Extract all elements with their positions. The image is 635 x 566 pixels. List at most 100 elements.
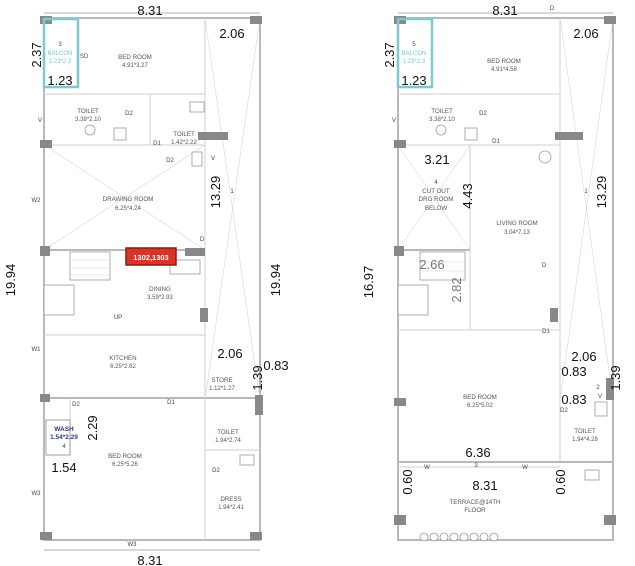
right-tag-d2b: D2 xyxy=(560,408,568,414)
left-tag-w3a: W3 xyxy=(32,491,42,497)
left-sd: SD xyxy=(80,53,89,60)
left-kitchen-w: 2.06 xyxy=(217,346,242,361)
right-balcony-label: BALCON xyxy=(402,51,427,57)
right-bedroom1-dim: 4.91*4.58 xyxy=(491,67,517,73)
right-balcony-dim: 1.23*2.3 xyxy=(403,59,426,65)
left-dress-dim: 1.94*2.41 xyxy=(218,505,244,511)
right-bedroom1-label: BED ROOM xyxy=(487,58,521,65)
left-wash-label: WASH xyxy=(54,426,74,433)
right-stair-w: 2.66 xyxy=(419,257,444,272)
right-tag-d-top: D xyxy=(550,6,555,12)
right-small-dim: 1.39 xyxy=(608,365,623,390)
right-toilet2-h2: 0.83 xyxy=(561,392,586,407)
right-tag-d1b: D1 xyxy=(542,329,550,335)
right-cutout-h: 4.43 xyxy=(460,183,475,208)
left-height-dim: 19.94 xyxy=(3,264,18,297)
right-balcony-highlight xyxy=(396,17,434,89)
right-bedroom2-label: BED ROOM xyxy=(463,394,497,401)
left-store-dim: 1.12*1.27 xyxy=(209,386,235,392)
right-stair-h: 13.29 xyxy=(594,176,609,209)
left-outer-wall xyxy=(43,17,261,541)
left-wash-h: 2.29 xyxy=(85,415,100,440)
left-tag-w1: W1 xyxy=(32,347,42,353)
left-toilet3-label: TOILET xyxy=(217,429,239,436)
right-toilet-w: 2.06 xyxy=(573,26,598,41)
right-outer-wall xyxy=(397,17,614,541)
left-kitchen-label: KITCHEN xyxy=(109,355,136,362)
right-balcony-h: 1.23 xyxy=(401,73,426,88)
left-tag-stair-num: 1 xyxy=(230,189,234,195)
right-tag-w1: W xyxy=(424,465,430,471)
left-tag-d2b: D2 xyxy=(166,158,174,164)
right-tag-num3: 3 xyxy=(474,463,478,469)
right-cutout-l3: BELOW xyxy=(425,205,448,212)
left-stair-h: 13.29 xyxy=(208,176,223,209)
left-store-label: STORE xyxy=(211,377,232,384)
right-cutout-l1: CUT OUT xyxy=(422,188,450,195)
left-bedroom1-dim: 4.91*3.27 xyxy=(122,63,148,69)
left-balcony-label: BALCON xyxy=(48,51,73,57)
left-tag-w3b: W3 xyxy=(128,542,138,548)
right-balcony-w: 2.37 xyxy=(382,42,397,67)
left-toilet3-dim: 1.94*2.74 xyxy=(215,438,241,444)
left-drawing-dim: 6.25*4.24 xyxy=(115,206,141,212)
left-balcony-h: 1.23 xyxy=(47,73,72,88)
left-bedroom1-label: BED ROOM xyxy=(118,54,152,61)
right-toilet1-dim: 3.38*2.10 xyxy=(429,117,455,123)
left-toilet1-label: TOILET xyxy=(77,108,99,115)
right-bottom-width: 8.31 xyxy=(472,478,497,493)
right-terrace-h-right: 0.60 xyxy=(553,469,568,494)
highlight-label: 1302,1303 xyxy=(133,253,168,262)
left-balcony-num: 3 xyxy=(58,42,62,48)
right-living-dim: 3.04*7.13 xyxy=(504,230,530,236)
right-terrace-w: 6.36 xyxy=(465,445,490,460)
left-tag-v1: V xyxy=(38,118,42,124)
right-tag-d-living: D xyxy=(542,263,547,269)
left-tag-d-drawing: D xyxy=(200,237,205,243)
right-toilet2-w: 2.06 xyxy=(571,349,596,364)
left-tag-d1a: D1 xyxy=(153,141,161,147)
right-terrace-h-left: 0.60 xyxy=(400,469,415,494)
right-height-dim: 19.94 xyxy=(268,264,283,297)
left-tag-d2c: D2 xyxy=(72,402,80,408)
right-cutout-num: 4 xyxy=(434,180,438,186)
left-stair-treads xyxy=(43,251,111,316)
left-wash-w: 1.54 xyxy=(51,460,76,475)
right-cutout-l2: DRG ROOM xyxy=(419,196,454,203)
right-balcony-num: 5 xyxy=(412,42,416,48)
right-stair-h2: 2.82 xyxy=(449,277,464,302)
left-bedroom2-dim: 6.25*5.26 xyxy=(112,462,138,468)
left-top-width: 8.31 xyxy=(137,3,162,18)
right-cutout-w: 3.21 xyxy=(424,152,449,167)
left-dress-label: DRESS xyxy=(220,496,241,503)
left-tag-w2: W2 xyxy=(32,198,42,204)
right-tag-num2: 2 xyxy=(596,385,600,391)
left-toilet2-dim: 1.42*2.22 xyxy=(171,140,197,146)
left-balcony-dim: 1.23*2.3 xyxy=(49,59,72,65)
left-toilet1-dim: 3.38*2.10 xyxy=(75,117,101,123)
right-plan: 8.31 16.97 2.37 1.23 2.06 3.21 4.43 13.2… xyxy=(361,3,623,542)
right-left-height: 16.97 xyxy=(361,266,376,299)
right-terrace-l1: TERRACE@14TH xyxy=(450,499,501,506)
right-tag-d1a: D1 xyxy=(492,139,500,145)
left-wash-num: 4 xyxy=(62,444,66,450)
left-drawing-label: DRAWING ROOM xyxy=(103,196,154,203)
terrace-planters xyxy=(419,532,499,542)
right-living-label: LIVING ROOM xyxy=(496,220,537,227)
left-wash-dim: 1.54*2.29 xyxy=(50,434,78,441)
right-toilet2-label: TOILET xyxy=(574,428,596,435)
left-tag-d2d: D2 xyxy=(212,468,220,474)
left-store-h: 1.39 xyxy=(250,365,265,390)
left-toilet2-label: TOILET xyxy=(173,131,195,138)
left-dining-label: DINING xyxy=(149,286,171,293)
left-plan: 8.31 8.31 19.94 19.94 2.37 1.23 2.06 13.… xyxy=(3,3,289,566)
left-balcony-highlight xyxy=(42,17,80,89)
right-bedroom2-dim: 6.25*5.02 xyxy=(467,403,493,409)
left-tag-d1b: D1 xyxy=(167,400,175,406)
right-tag-w2: W xyxy=(522,465,528,471)
right-toilet1-label: TOILET xyxy=(431,108,453,115)
left-kitchen-dim: 6.25*2.62 xyxy=(110,364,136,370)
left-bottom-width: 8.31 xyxy=(137,553,162,566)
left-bedroom2-label: BED ROOM xyxy=(108,453,142,460)
